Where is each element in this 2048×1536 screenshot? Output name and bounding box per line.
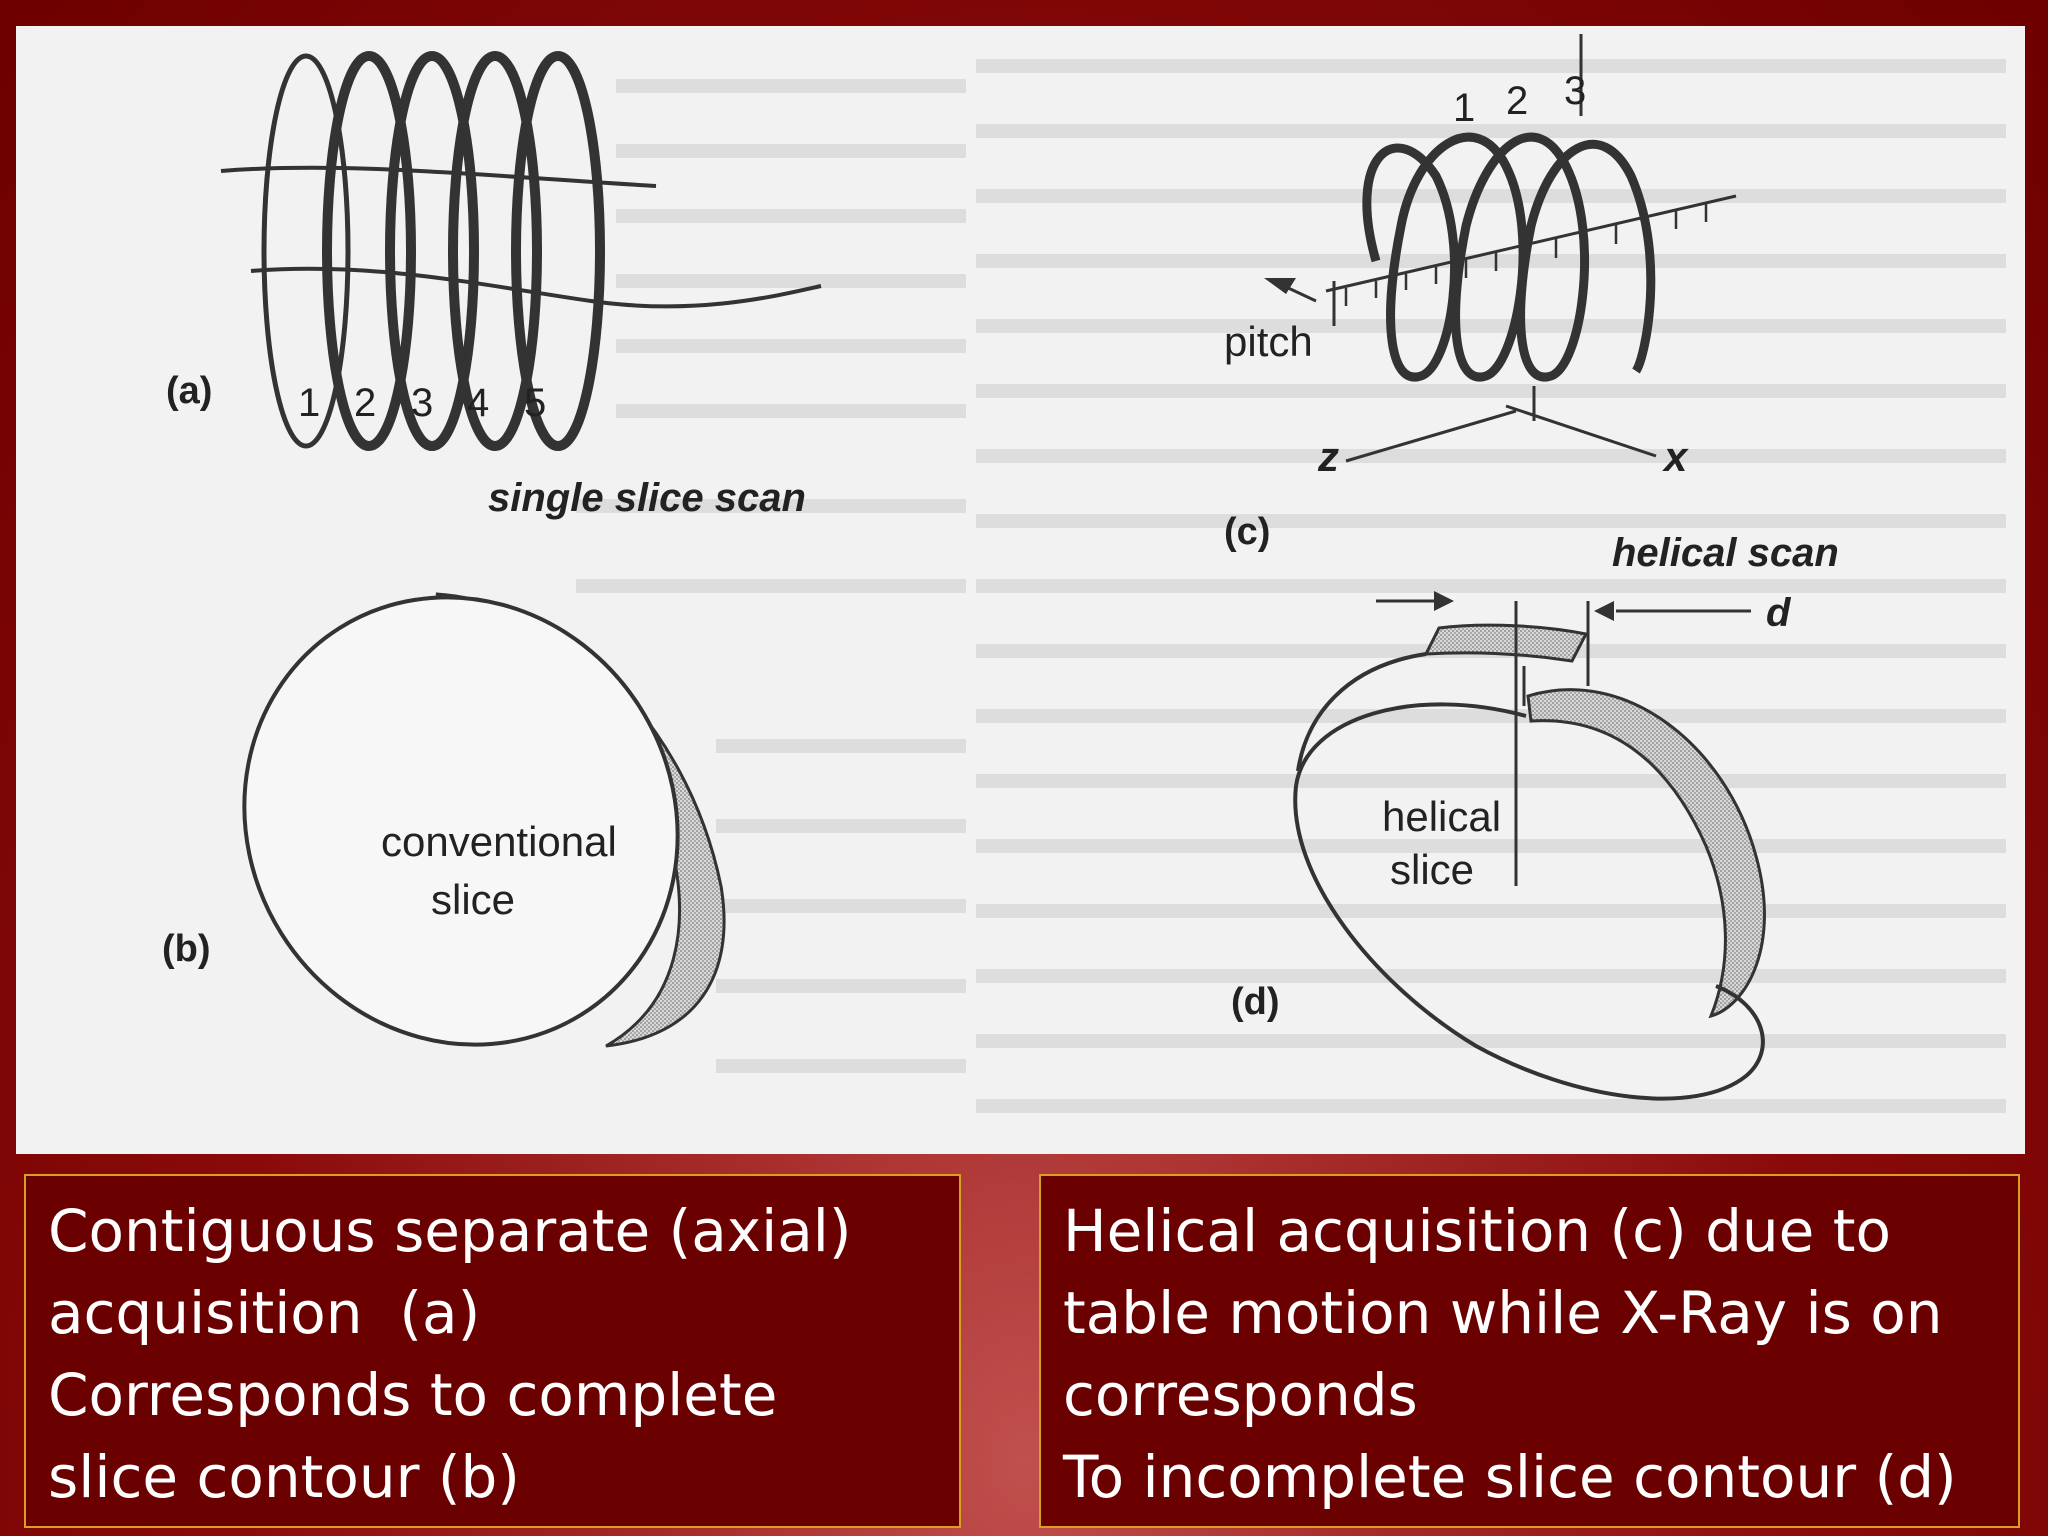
panel-c-letter: (c) (1224, 511, 1270, 553)
ring-1 (261, 53, 351, 449)
caption-axial-line-3: Corresponds to complete (48, 1361, 778, 1429)
ring-2 (322, 51, 416, 451)
gap-d-label: d (1766, 591, 1792, 635)
caption-helical-line-2: table motion while X-Ray is on (1063, 1279, 1943, 1347)
ring-3 (385, 51, 479, 451)
axis-x-label: x (1662, 433, 1689, 480)
background-texture (576, 59, 2006, 1113)
panel-b-letter: (b) (162, 928, 211, 970)
helix-turn-2: 2 (1506, 79, 1528, 123)
caption-axial-line-1: Contiguous separate (axial) (48, 1197, 852, 1265)
caption-helical-line-3: corresponds (1063, 1361, 1418, 1429)
helix-turn-3: 3 (1564, 69, 1586, 113)
helix-turn-1: 1 (1453, 86, 1475, 130)
caption-axial: Contiguous separate (axial) acquisition … (24, 1174, 961, 1528)
caption-axial-line-4: slice contour (b) (48, 1443, 520, 1511)
ring-number-3: 3 (411, 381, 433, 425)
ring-number-1: 1 (298, 381, 320, 425)
panel-b-diagram: conventional slice (b) (162, 592, 726, 1048)
panel-d-diagram: d helical slice (d) (1231, 591, 1792, 1101)
ring-number-2: 2 (354, 381, 376, 425)
conventional-slice-label-2: slice (431, 876, 515, 923)
ring-number-4: 4 (467, 381, 489, 425)
caption-axial-line-2: acquisition (a) (48, 1279, 481, 1347)
panel-a-title: single slice scan (488, 476, 806, 520)
helix (1362, 132, 1656, 382)
panel-c-title: helical scan (1612, 531, 1839, 575)
caption-helical-line-1: Helical acquisition (c) due to (1063, 1197, 1892, 1265)
caption-helical-line-4: To incomplete slice contour (d) (1063, 1443, 1957, 1511)
ring-4 (448, 51, 542, 451)
panel-a-diagram: (a) 1 2 3 4 5 single slice scan (166, 51, 822, 520)
figure-diagram: (a) 1 2 3 4 5 single slice scan conventi… (162, 34, 2006, 1113)
panel-d-letter: (d) (1231, 981, 1280, 1023)
pitch-label: pitch (1224, 318, 1313, 365)
helical-slice-label-2: slice (1390, 846, 1474, 893)
caption-helical: Helical acquisition (c) due to table mot… (1039, 1174, 2020, 1528)
panel-a-letter: (a) (166, 370, 212, 412)
ring-5 (511, 51, 605, 451)
figure-panel: (a) 1 2 3 4 5 single slice scan conventi… (16, 26, 2025, 1154)
helical-slice-label-1: helical (1382, 793, 1501, 840)
conventional-slice-label-1: conventional (381, 818, 617, 865)
ring-number-5: 5 (524, 381, 546, 425)
panel-c-diagram: 1 2 3 pitch z x (c) helical scan (1224, 34, 1839, 575)
axis-z-label: z (1317, 433, 1339, 480)
